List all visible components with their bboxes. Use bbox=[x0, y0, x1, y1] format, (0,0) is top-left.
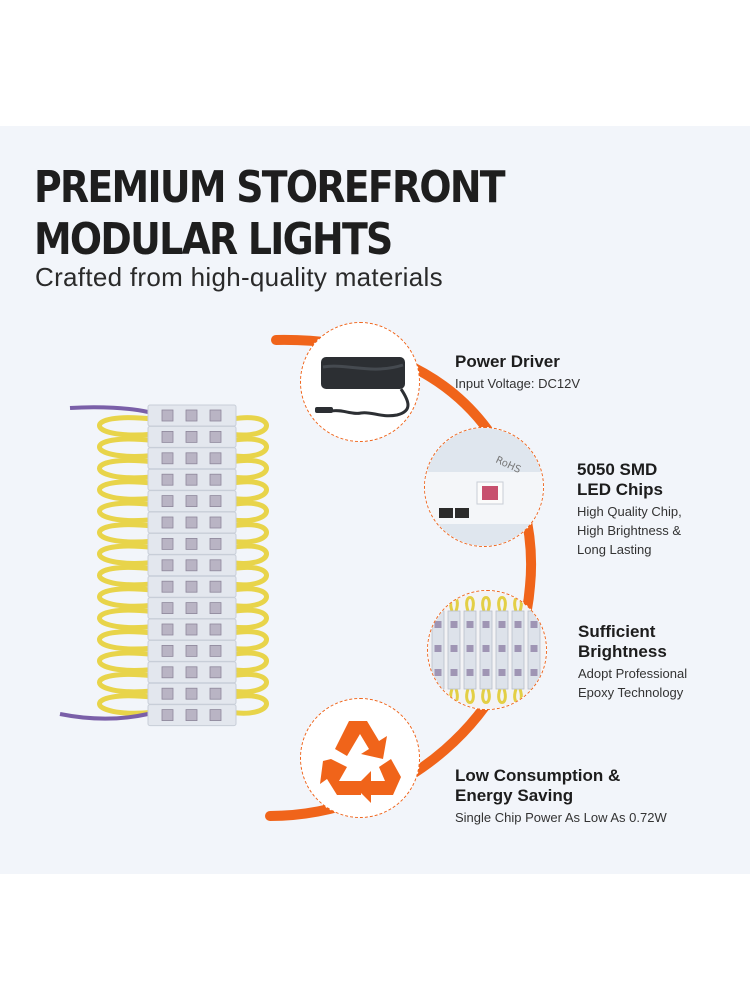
feature-title: Power Driver bbox=[455, 352, 560, 371]
feature-description: Input Voltage: DC12V bbox=[455, 376, 581, 391]
subtitle: Crafted from high-quality materials bbox=[35, 262, 443, 292]
energy-saving-circle bbox=[300, 698, 420, 818]
headline-line-2: MODULAR LIGHTS bbox=[34, 214, 393, 265]
led-module-strip-image bbox=[59, 404, 269, 727]
power-adapter-icon bbox=[315, 357, 410, 418]
feature-title: Low Consumption &Energy Saving bbox=[455, 766, 621, 805]
feature-description: High Quality Chip,High Brightness &Long … bbox=[577, 504, 682, 557]
feature-panel: PREMIUM STOREFRONT MODULAR LIGHTS Crafte… bbox=[0, 126, 750, 874]
brightness-circle bbox=[427, 590, 547, 710]
feature-power-driver: Power Driver Input Voltage: DC12V bbox=[455, 352, 580, 393]
smd-chip-circle: RoHS bbox=[424, 427, 544, 547]
feature-description: Single Chip Power As Low As 0.72W bbox=[455, 810, 667, 825]
smd-chip-icon: RoHS bbox=[425, 428, 543, 546]
headline-line-1: PREMIUM STOREFRONT bbox=[34, 162, 506, 213]
power-driver-circle bbox=[300, 322, 420, 442]
page-title: PREMIUM STOREFRONT MODULAR LIGHTS bbox=[34, 162, 619, 266]
feature-low-consumption: Low Consumption &Energy Saving Single Ch… bbox=[455, 766, 667, 827]
recycle-icon bbox=[320, 721, 401, 803]
led-strip-icon bbox=[428, 591, 546, 709]
